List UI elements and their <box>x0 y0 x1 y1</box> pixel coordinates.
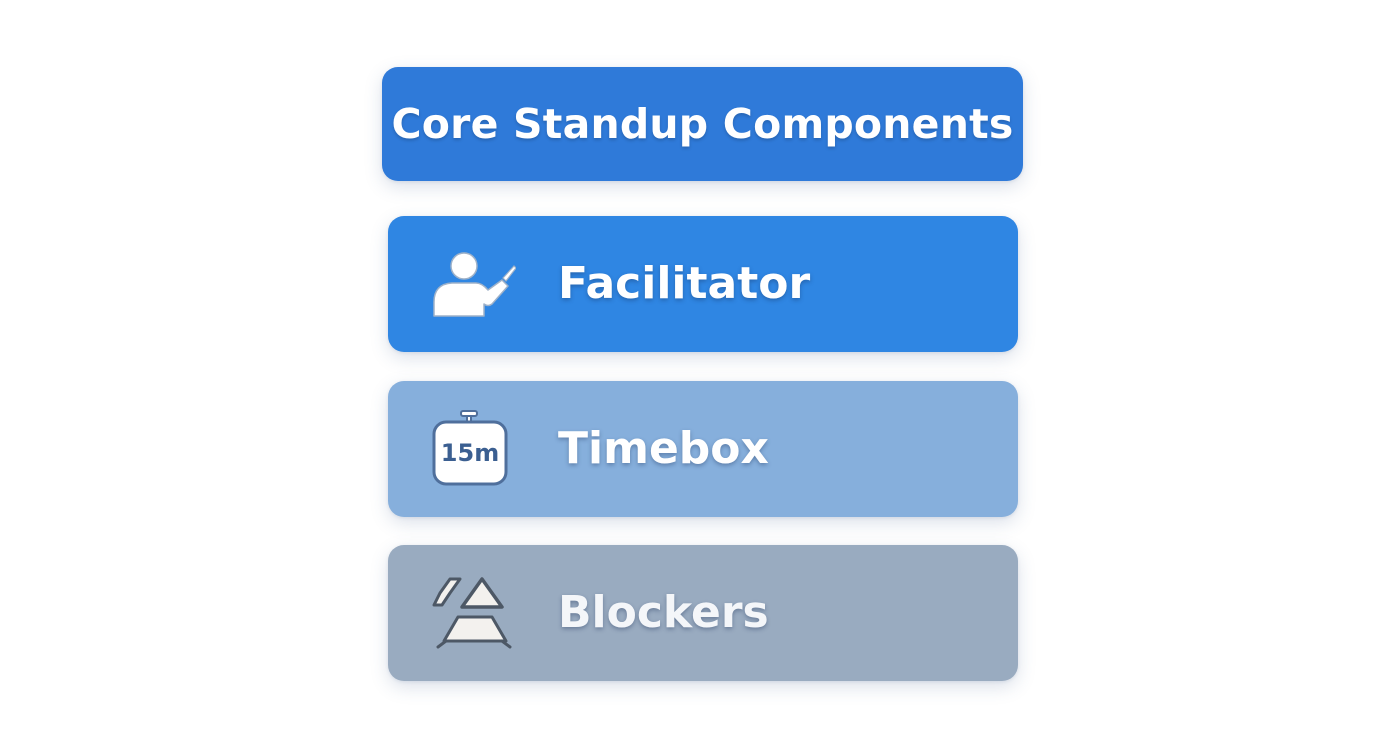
component-card-facilitator: Facilitator <box>388 216 1018 352</box>
diagram-title-card: Core Standup Components <box>382 67 1023 181</box>
timer-icon-text: 15m <box>441 439 499 467</box>
timer-icon: 15m <box>430 409 516 489</box>
component-label: Timebox <box>558 423 769 474</box>
component-card-timebox: 15m Timebox <box>388 381 1018 517</box>
component-label: Facilitator <box>558 258 811 309</box>
component-card-blockers: Blockers <box>388 545 1018 681</box>
presenter-icon <box>430 244 516 324</box>
blocker-shapes-icon <box>430 573 516 653</box>
diagram-title: Core Standup Components <box>391 100 1014 148</box>
component-label: Blockers <box>558 587 769 638</box>
